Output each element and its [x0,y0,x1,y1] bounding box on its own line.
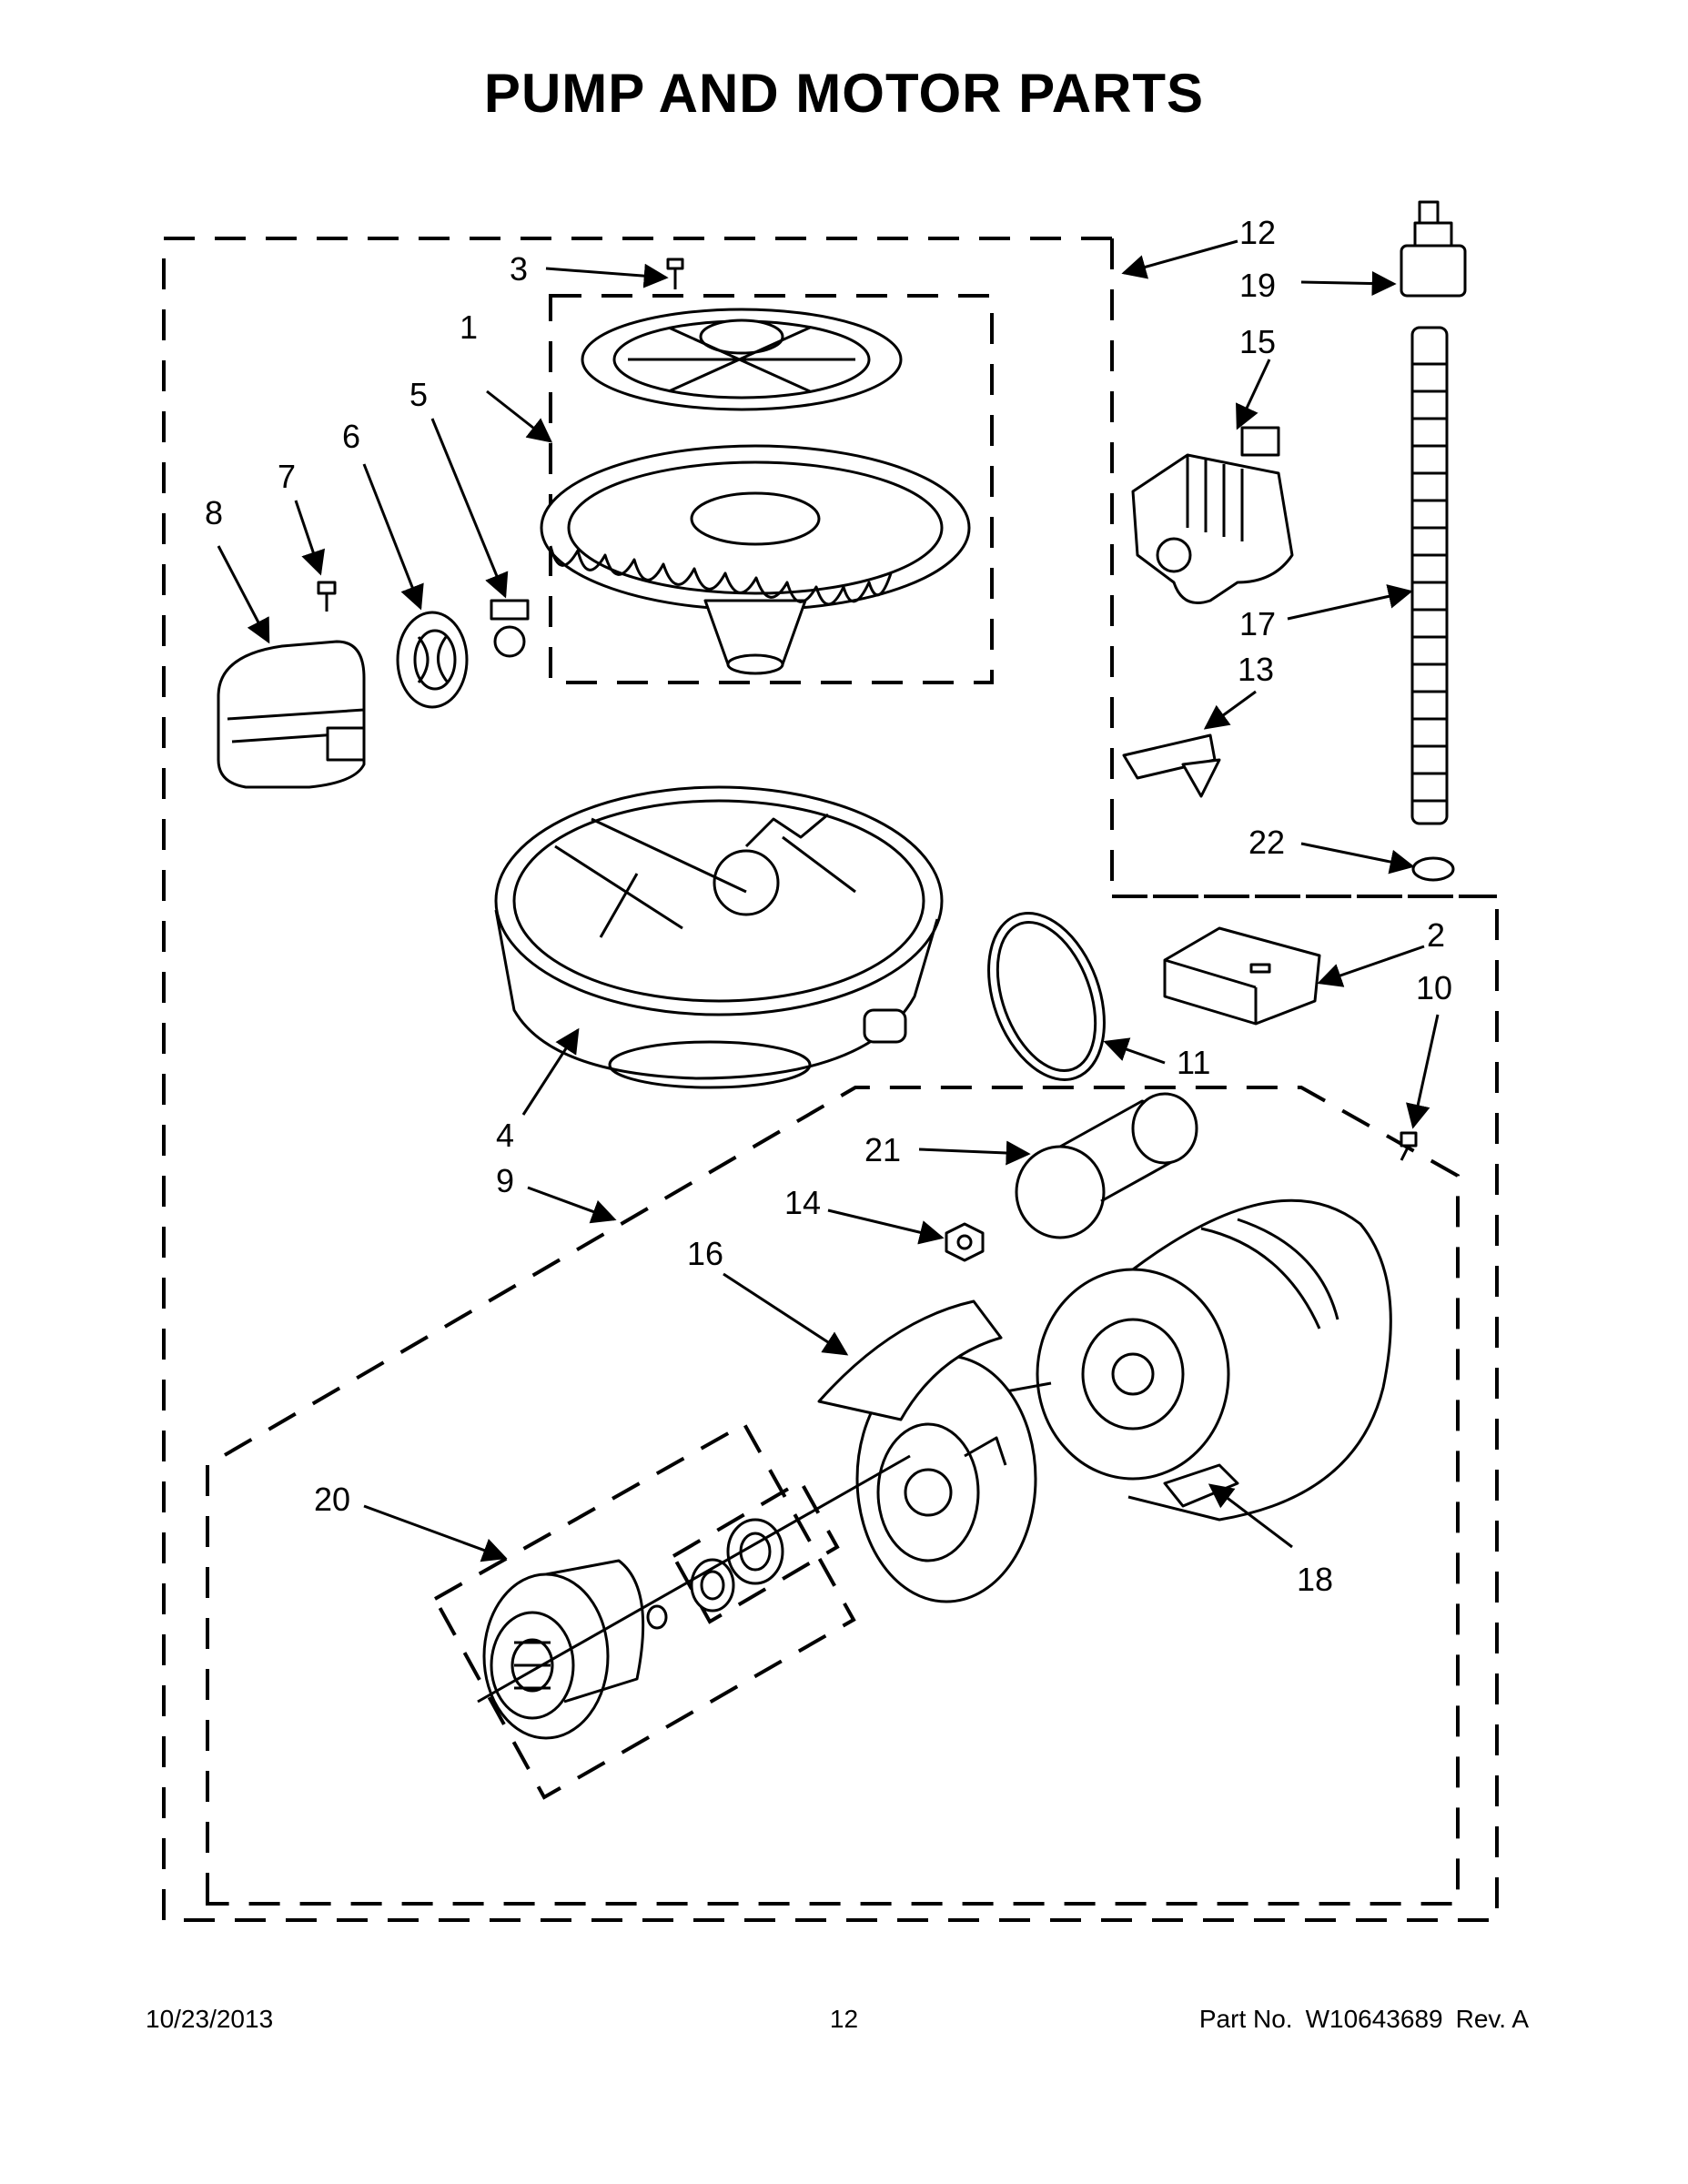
leader-14 [827,1208,945,1245]
footer-revision: Rev. A [1455,2005,1529,2033]
leader-11 [1103,1037,1166,1065]
callout-22: 22 [1248,824,1285,861]
leader-6 [362,463,424,611]
leader-22 [1300,842,1415,875]
callout-7: 7 [278,458,296,495]
callout-17: 17 [1239,605,1276,642]
motor-pump-group-boundary [206,1086,1460,1906]
leader-15 [1236,359,1271,430]
leader-13 [1203,690,1257,730]
callout-21: 21 [864,1131,901,1168]
callout-9: 9 [496,1162,514,1199]
leader-12 [1121,239,1238,279]
footer-part-number: W10643689 [1305,2005,1443,2033]
callout-2: 2 [1427,916,1445,954]
bracket-part-2 [1163,926,1321,1026]
shaft-axis-line [477,1454,911,1704]
retaining-clip-part-13 [1122,733,1221,798]
check-valve-part-19 [1400,200,1467,298]
leader-21 [918,1140,1031,1166]
inner-seal-box [671,1479,840,1624]
callout-16: 16 [687,1235,723,1272]
sump-basin-part-4 [494,785,944,1089]
leader-17 [1287,584,1413,621]
callout-6: 6 [342,418,360,455]
screw-part-7 [317,581,337,612]
callout-10: 10 [1416,969,1452,1006]
footer-part-label: Part No. [1198,2005,1293,2033]
callout-20: 20 [314,1481,350,1518]
drain-pump-part-15 [1131,426,1294,604]
leader-4 [521,1027,580,1116]
callout-13: 13 [1238,651,1274,688]
wash-motor-part-18 [1000,1198,1392,1522]
leader-18 [1208,1483,1293,1549]
callout-12: 12 [1239,214,1276,251]
callout-3: 3 [510,250,528,288]
callout-19: 19 [1239,267,1276,304]
filter-group-boundary [549,294,994,684]
seal-group-boundary [432,1421,856,1800]
leader-2 [1317,945,1425,987]
leader-9 [527,1186,617,1224]
callout-18: 18 [1297,1561,1333,1598]
callout-4: 4 [496,1117,514,1154]
leader-16 [723,1272,849,1356]
leader-19 [1300,271,1397,297]
leader-1 [486,389,553,443]
screw-part-10 [1400,1131,1418,1161]
leader-10 [1406,1014,1440,1129]
callout-8: 8 [205,494,223,531]
footer-part-info: Part No. W10643689 Rev. A [1187,2005,1529,2034]
leader-3 [545,263,669,288]
seal-ring-small [690,1558,735,1613]
page-title: PUMP AND MOTOR PARTS [483,63,1205,124]
chopper-housing-part-8 [217,640,366,789]
drain-hose-part-17 [1410,326,1449,825]
leader-20 [363,1504,508,1562]
drain-group-boundary [1110,238,1497,898]
leader-7 [294,500,326,576]
small-grommet-part-5 [490,599,530,658]
o-ring [646,1604,668,1630]
filter-cover-disc [581,308,903,411]
filter-housing-part-1 [540,444,971,675]
capacitor-part-21 [1015,1092,1198,1239]
callout-1: 1 [460,308,478,346]
pump-housing-part-16 [817,1299,1037,1603]
footer-page-number: 12 [829,2005,859,2033]
hose-clamp-part-22 [1411,856,1455,882]
gasket-ring-part-11 [987,912,1106,1081]
callout-15: 15 [1239,323,1276,360]
callout-5: 5 [409,376,428,413]
footer-date: 10/23/2013 [146,2005,274,2033]
callout-11: 11 [1177,1044,1210,1081]
callout-14: 14 [784,1184,821,1221]
impeller-part-6 [396,611,469,709]
seal-ring-large [726,1518,784,1585]
leader-8 [217,545,270,644]
pump-impeller-part-20 [482,1559,645,1740]
leader-5 [430,418,509,599]
screw-part-3 [666,258,684,289]
hex-nut-part-14 [945,1222,985,1262]
